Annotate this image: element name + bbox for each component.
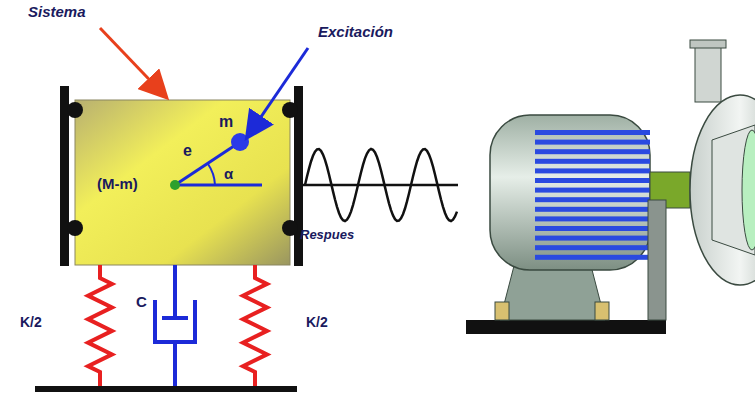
cooling-fin: [535, 149, 650, 154]
cooling-fin: [535, 255, 650, 260]
cooling-fin: [535, 236, 650, 241]
spring-label: K/2: [20, 315, 42, 330]
spring-label: K/2: [306, 315, 328, 330]
cooling-fin: [535, 168, 650, 173]
damper-label: C: [136, 294, 147, 311]
cooling-fin: [535, 159, 650, 164]
cooling-fin: [535, 245, 650, 250]
excitation-label: Excitación: [318, 24, 393, 41]
cooling-fin: [535, 178, 650, 183]
response-wave: [305, 149, 457, 221]
mass-label: (M-m): [97, 175, 138, 192]
eccentricity-symbol: e: [183, 142, 192, 160]
mass-box: (M-m): [75, 100, 290, 265]
cooling-fin: [535, 140, 650, 145]
angle-symbol: α: [224, 166, 233, 183]
spring-symbol: [88, 265, 112, 386]
cooling-fin: [535, 226, 650, 231]
cooling-fin: [535, 197, 650, 202]
cooling-fin: [535, 207, 650, 212]
mass-symbol: m: [219, 113, 233, 131]
cooling-fin: [535, 216, 650, 221]
response-label: Respues: [300, 228, 354, 242]
system-label: Sistema: [28, 4, 86, 21]
spring-symbol: [243, 265, 267, 386]
cooling-fin: [535, 130, 650, 135]
cooling-fin: [535, 188, 650, 193]
